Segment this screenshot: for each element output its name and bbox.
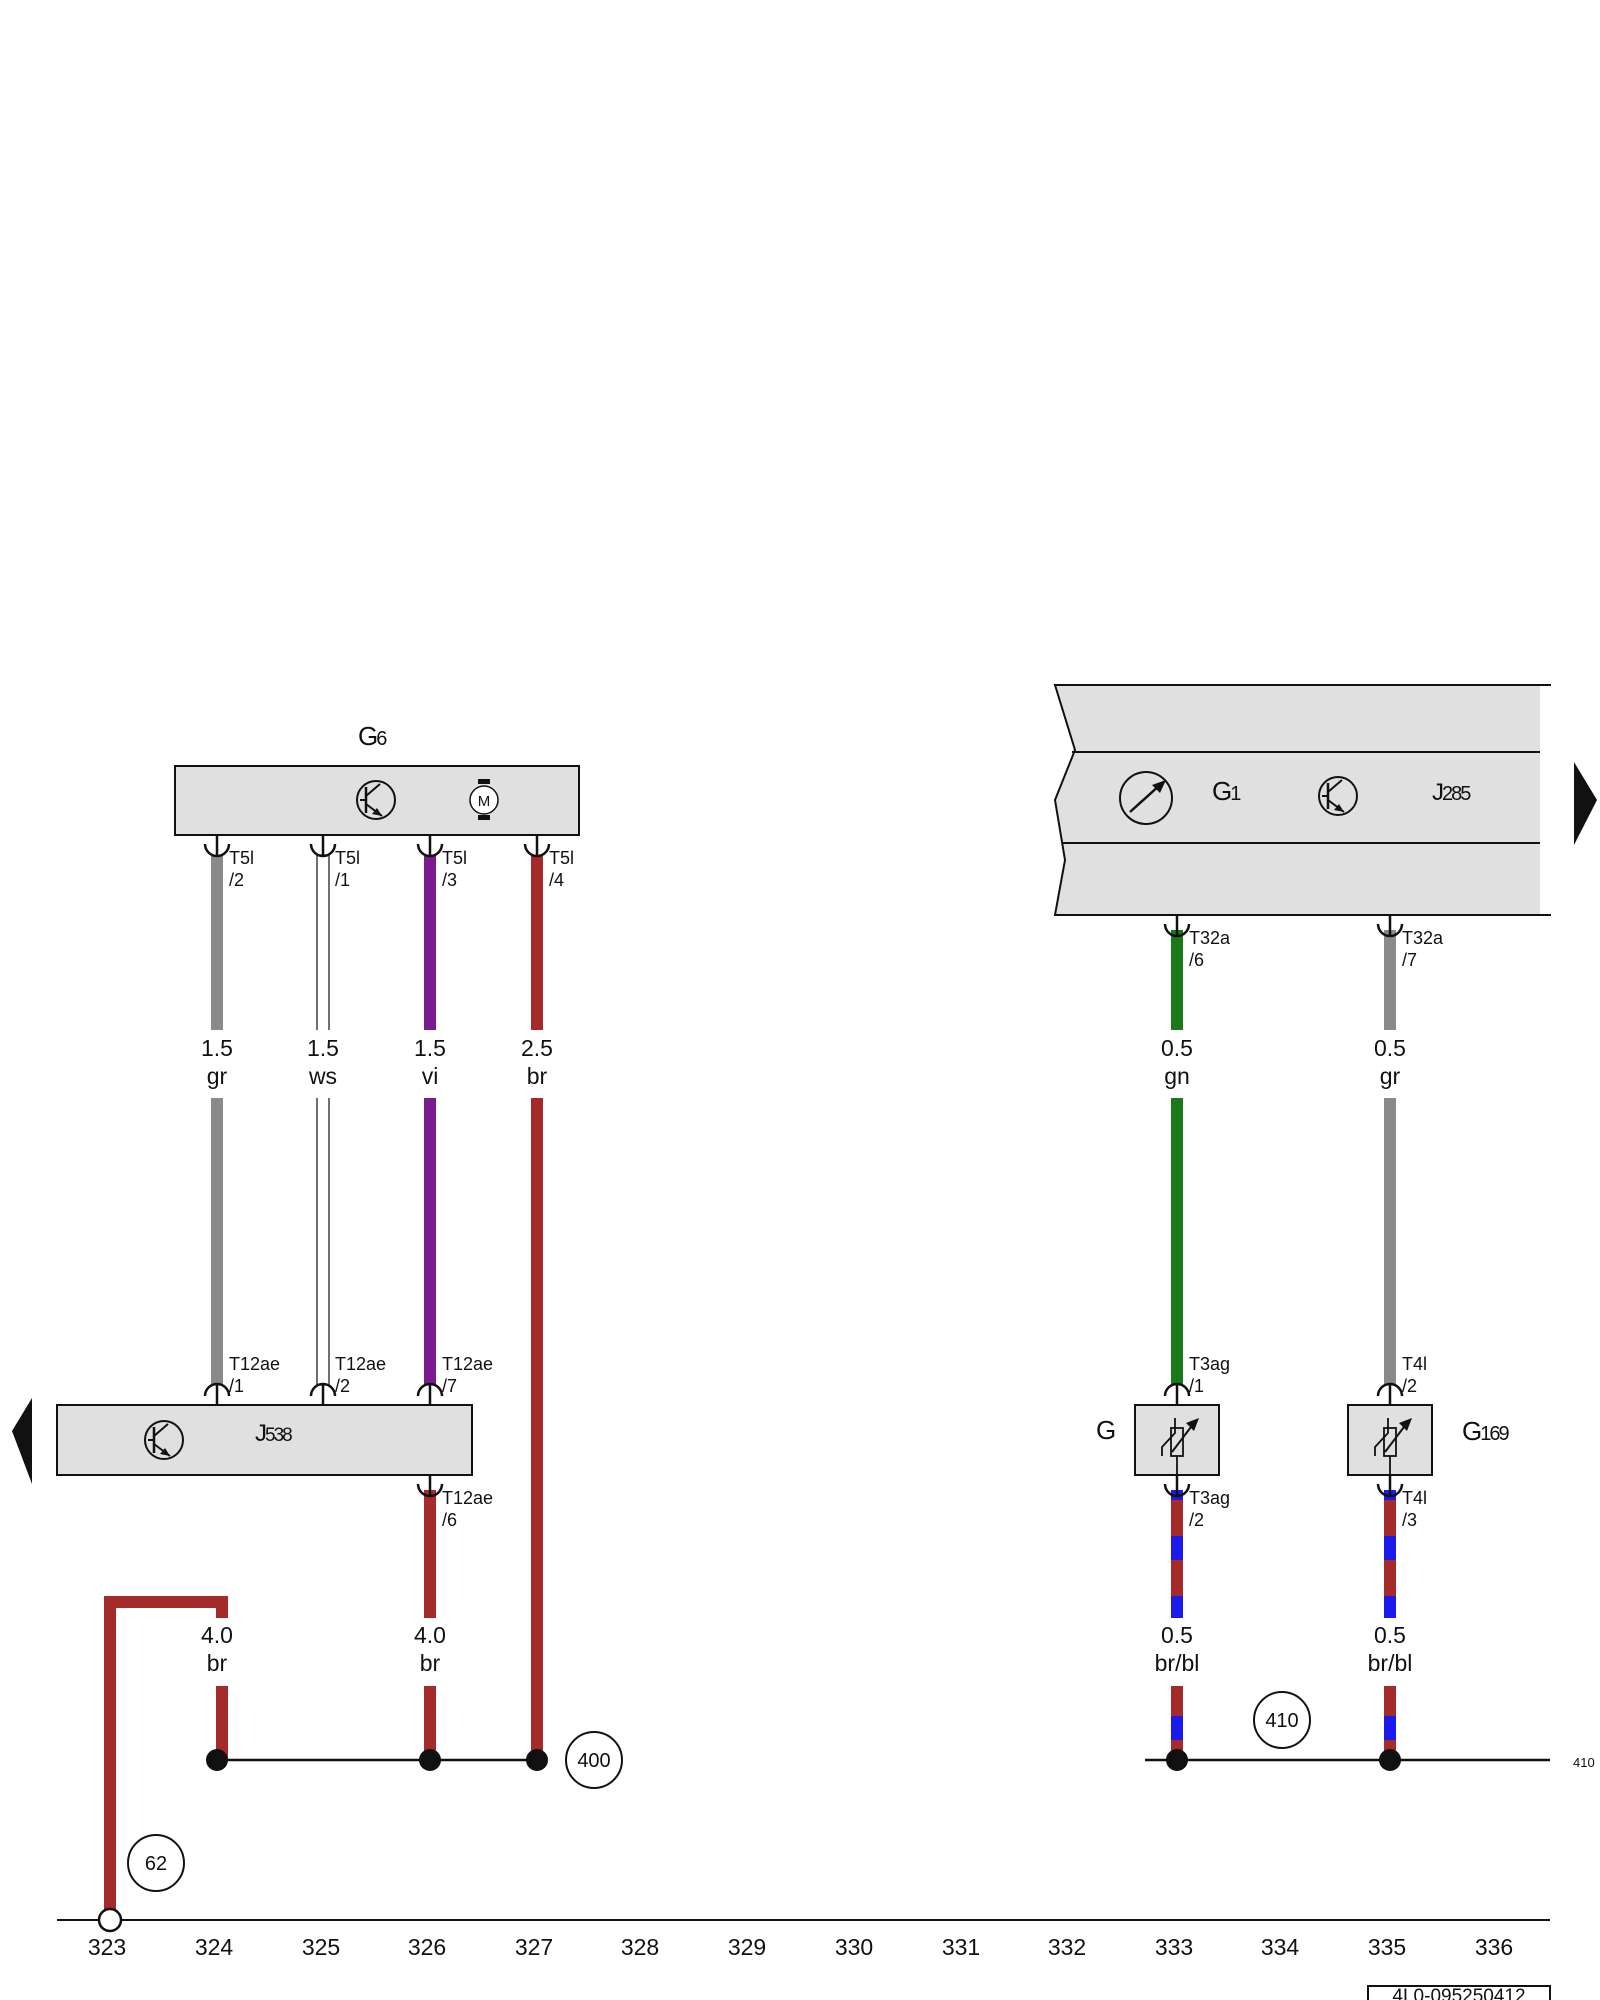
reference-62[interactable]: 62 — [127, 1834, 185, 1892]
pin-label: T4l/3 — [1402, 1488, 1427, 1530]
transistor-icon — [356, 780, 396, 820]
grid-number: 329 — [728, 1934, 766, 1960]
wire-335-gr — [1384, 930, 1396, 1385]
junction-dot — [206, 1749, 228, 1771]
svg-text:410: 410 — [1265, 1710, 1298, 1732]
grid-number: 330 — [835, 1934, 873, 1960]
reference-410[interactable]: 410 — [1253, 1691, 1311, 1749]
junction-dot — [419, 1749, 441, 1771]
grid-number: 332 — [1048, 1934, 1086, 1960]
pin-label: T12ae/2 — [335, 1354, 386, 1396]
svg-text:62: 62 — [145, 1853, 167, 1875]
grid-numbers: 323 324 325 326 327 328 329 330 331 332 … — [88, 1934, 1513, 1960]
wire-327-br — [531, 855, 543, 1760]
motor-icon: M — [469, 779, 499, 820]
footer-code-box: 4L0-095250412 — [1367, 1985, 1551, 2000]
pin-label: T32a/6 — [1189, 928, 1231, 970]
pin-label: T32a/7 — [1402, 928, 1444, 970]
pin-label: T5l/2 — [229, 848, 254, 890]
junction-dot — [1379, 1749, 1401, 1771]
gauge-icon — [1119, 771, 1173, 825]
grid-number: 325 — [302, 1934, 340, 1960]
component-g6[interactable]: M — [174, 765, 580, 836]
wire-325-ws — [316, 854, 330, 1386]
wire-326-vi — [424, 855, 436, 1385]
continuation-arrow-right[interactable] — [1574, 762, 1597, 845]
label-g: G — [1096, 1415, 1116, 1445]
component-j538[interactable] — [56, 1404, 473, 1476]
pin-label: T5l/1 — [335, 848, 360, 890]
grid-number: 331 — [942, 1934, 980, 1960]
pin-label: T12ae/7 — [442, 1354, 493, 1396]
footer-code: 4L0-095250412 — [1392, 1986, 1525, 2000]
grid-number: 326 — [408, 1934, 446, 1960]
label-j285: J285 — [1432, 779, 1471, 806]
component-instrument-cluster[interactable] — [1053, 684, 1552, 916]
transistor-icon — [144, 1420, 184, 1460]
variable-resistor-icon — [1374, 1418, 1412, 1475]
pin-label: T3ag/2 — [1189, 1488, 1230, 1530]
edge-reference-410: 410 — [1573, 1755, 1595, 1770]
connector-symbols — [203, 835, 1404, 1498]
grid-number: 327 — [515, 1934, 553, 1960]
variable-resistor-icon — [1161, 1418, 1199, 1475]
pin-label: T12ae/6 — [442, 1488, 493, 1530]
pin-label: T12ae/1 — [229, 1354, 280, 1396]
label-g169: G169 — [1462, 1416, 1509, 1446]
label-g6: G6 — [358, 721, 387, 751]
pin-label: T3ag/1 — [1189, 1354, 1230, 1396]
grid-number: 335 — [1368, 1934, 1406, 1960]
svg-text:400: 400 — [577, 1750, 610, 1772]
grid-number: 334 — [1261, 1934, 1300, 1960]
wire-324-gr — [211, 855, 223, 1385]
pin-label: T4l/2 — [1402, 1354, 1427, 1396]
grid-number: 333 — [1155, 1934, 1193, 1960]
transistor-icon — [1318, 776, 1358, 816]
reference-400[interactable]: 400 — [565, 1731, 623, 1789]
label-j538: J538 — [255, 1420, 292, 1447]
wire-333-gn — [1171, 930, 1183, 1385]
junction-dot — [526, 1749, 548, 1771]
grid-number: 324 — [195, 1934, 234, 1960]
component-g169[interactable] — [1347, 1404, 1433, 1476]
grid-number: 328 — [621, 1934, 659, 1960]
motor-letter: M — [478, 793, 491, 810]
grid-number: 323 — [88, 1934, 126, 1960]
continuation-arrow-left[interactable] — [12, 1398, 32, 1484]
component-g-sensor[interactable] — [1134, 1404, 1220, 1476]
rail-connection-point — [97, 1907, 123, 1933]
grid-number: 336 — [1475, 1934, 1513, 1960]
pin-label: T5l/4 — [549, 848, 574, 890]
pin-label: T5l/3 — [442, 848, 467, 890]
junction-dot — [1166, 1749, 1188, 1771]
